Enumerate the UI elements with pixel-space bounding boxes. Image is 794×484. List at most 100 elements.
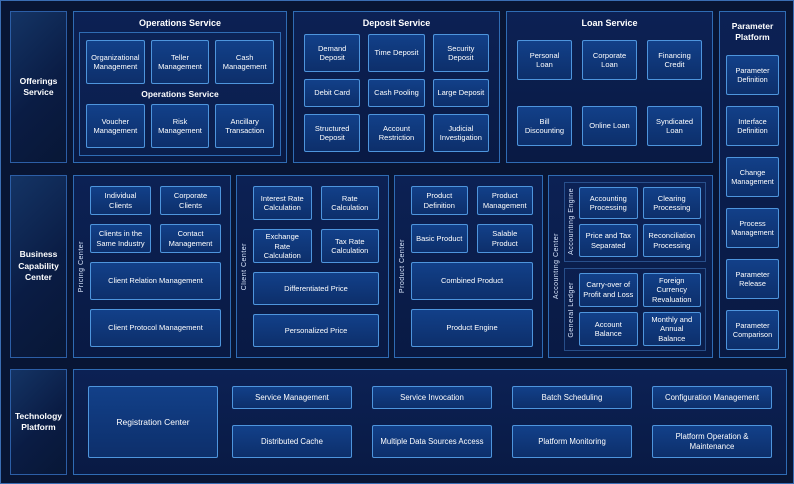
diagram-box: Voucher Management [86, 104, 145, 148]
rail-technology-label: Technology Platform [14, 410, 63, 432]
diagram-box: Price and Tax Separated [579, 224, 638, 257]
rail-offerings-label: Offerings Service [19, 75, 58, 97]
diagram-box: Demand Deposit [304, 34, 361, 72]
technology-grid: Service Management Service Invocation Ba… [232, 386, 772, 458]
deposit-service-title: Deposit Service [362, 18, 431, 28]
diagram-box: Basic Product [411, 224, 468, 254]
diagram-box: Client Protocol Management [90, 309, 221, 347]
accounting-center-vertical-label: Accounting Center [549, 176, 563, 357]
diagram-box: Large Deposit [432, 78, 489, 108]
diagram-box: Cash Pooling [368, 78, 425, 108]
deposit-service-panel: Deposit Service Demand Deposit Time Depo… [293, 11, 500, 163]
panel-grid: Product Definition Product Management Ba… [411, 186, 533, 254]
diagram-box: Product Engine [411, 309, 533, 347]
vertical-label-text: Pricing Center [77, 240, 85, 293]
general-ledger-group: General Ledger Carry-over of Profit and … [564, 267, 706, 351]
diagram-box: Account Restriction [368, 114, 425, 152]
pricing-center-panel: Pricing Center Individual Clients Corpor… [73, 175, 231, 358]
loan-grid: Personal Loan Corporate Loan Financing C… [507, 32, 712, 162]
diagram-box: Batch Scheduling [512, 386, 632, 410]
diagram-box: Service Invocation [372, 386, 492, 410]
diagram-box: Bill Discounting [517, 106, 572, 146]
diagram-box: Judicial Investigation [432, 114, 489, 152]
diagram-box: Teller Management [150, 40, 210, 84]
diagram-box: Differentiated Price [253, 272, 379, 306]
diagram-box: Reconciliation Processing [642, 224, 701, 257]
diagram-box: Carry-over of Profit and Loss [579, 272, 638, 307]
diagram-box: Debit Card [304, 78, 361, 108]
loan-service-panel: Loan Service Personal Loan Corporate Loa… [506, 11, 713, 163]
diagram-box: Foreign Currency Revaluation [642, 272, 701, 307]
operations-service-subtitle: Operations Service [141, 89, 219, 99]
vertical-label-text: General Ledger [567, 281, 575, 338]
diagram-box: Product Definition [411, 186, 468, 216]
diagram-box: Multiple Data Sources Access [372, 425, 492, 458]
product-center-vertical-label: Product Center [395, 176, 409, 357]
diagram-box: Combined Product [411, 262, 533, 301]
diagram-box: Individual Clients [90, 186, 151, 216]
pricing-center-content: Individual Clients Corporate Clients Cli… [88, 176, 230, 357]
operations-service-panel: Operations Service Organizational Manage… [73, 11, 287, 163]
vertical-label-text: Product Center [398, 239, 406, 294]
diagram-box: Risk Management [150, 104, 210, 148]
diagram-box: Rate Calculation [320, 186, 379, 221]
diagram-box: Configuration Management [652, 386, 772, 410]
product-center-content: Product Definition Product Management Ba… [409, 176, 542, 357]
operations-service-title: Operations Service [138, 18, 222, 28]
diagram-box: Process Management [726, 207, 779, 248]
pricing-center-vertical-label: Pricing Center [74, 176, 88, 357]
vertical-label-text: Accounting Engine [567, 188, 575, 256]
diagram-box: Ancillary Transaction [215, 104, 274, 148]
technology-platform-panel: Registration Center Service Management S… [73, 369, 787, 475]
diagram-box: Interest Rate Calculation [253, 186, 312, 221]
panel-grid: Individual Clients Corporate Clients Cli… [90, 186, 221, 254]
vertical-label-text: Accounting Center [552, 233, 560, 300]
diagram-box: Monthly and Annual Balance [642, 311, 701, 346]
panel-grid: Accounting Processing Clearing Processin… [579, 187, 701, 257]
diagram-box: Parameter Comparison [726, 310, 779, 351]
diagram-box: Contact Management [160, 224, 221, 254]
diagram-box: Accounting Processing [579, 187, 638, 220]
panel-grid: Carry-over of Profit and Loss Foreign Cu… [579, 272, 701, 346]
business-capability-row: Pricing Center Individual Clients Corpor… [73, 175, 713, 358]
diagram-box: Cash Management [215, 40, 274, 84]
operations-row-1: Organizational Management Teller Managem… [86, 40, 274, 84]
diagram-box: Corporate Clients [160, 186, 221, 216]
diagram-box: Change Management [726, 156, 779, 197]
diagram-box: Corporate Loan [582, 40, 637, 80]
diagram-box: Organizational Management [86, 40, 145, 84]
diagram-box: Platform Monitoring [512, 425, 632, 458]
diagram-box: Financing Credit [647, 40, 702, 80]
diagram-box: Account Balance [579, 311, 638, 346]
accounting-engine-group: Accounting Engine Accounting Processing … [564, 182, 706, 262]
diagram-box: Client Relation Management [90, 262, 221, 301]
rail-business-capability-center: Business Capability Center [10, 175, 67, 358]
diagram-box: Parameter Release [726, 259, 779, 300]
diagram-box: Interface Definition [726, 105, 779, 146]
client-center-vertical-label: Client Center [237, 176, 251, 357]
parameter-platform-title: Parameter Platform [731, 21, 774, 43]
accounting-center-panel: Accounting Center Accounting Engine Acco… [548, 175, 713, 358]
panel-grid: Interest Rate Calculation Rate Calculati… [253, 186, 379, 264]
diagram-box: Tax Rate Calculation [320, 229, 379, 264]
diagram-box: Clients in the Same Industry [90, 224, 151, 254]
rail-business-label: Business Capability Center [18, 249, 59, 283]
operations-inner-panel: Organizational Management Teller Managem… [79, 32, 281, 156]
diagram-box: Distributed Cache [232, 425, 352, 458]
diagram-box: Parameter Definition [726, 54, 779, 95]
accounting-engine-vertical-label: Accounting Engine [565, 187, 577, 257]
rail-technology-platform: Technology Platform [10, 369, 67, 475]
diagram-box: Clearing Processing [642, 187, 701, 220]
vertical-label-text: Client Center [240, 242, 248, 291]
diagram-box: Personalized Price [253, 314, 379, 347]
deposit-grid: Demand Deposit Time Deposit Security Dep… [294, 32, 499, 162]
diagram-box: Structured Deposit [304, 114, 361, 152]
client-center-content: Interest Rate Calculation Rate Calculati… [251, 176, 388, 357]
diagram-box: Platform Operation & Maintenance [652, 425, 772, 458]
offerings-service-row: Operations Service Organizational Manage… [73, 11, 713, 163]
client-center-panel: Client Center Interest Rate Calculation … [236, 175, 389, 358]
diagram-box: Exchange Rate Calculation [253, 229, 312, 264]
diagram-box: Service Management [232, 386, 352, 410]
diagram-box: Salable Product [476, 224, 533, 254]
